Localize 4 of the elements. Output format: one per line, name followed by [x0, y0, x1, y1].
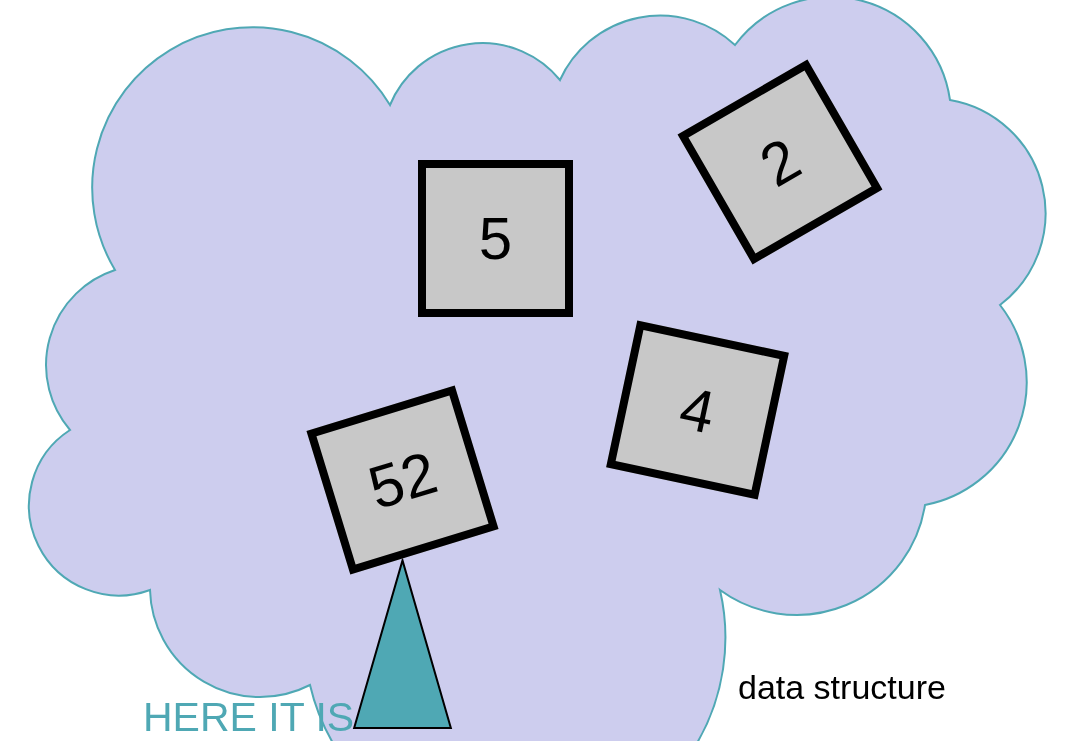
pointer-label: HERE IT IS: [143, 697, 355, 738]
number-box: 5: [418, 160, 573, 317]
cloud-caption: data structure: [738, 668, 946, 707]
pointer-arrow: [352, 556, 453, 729]
